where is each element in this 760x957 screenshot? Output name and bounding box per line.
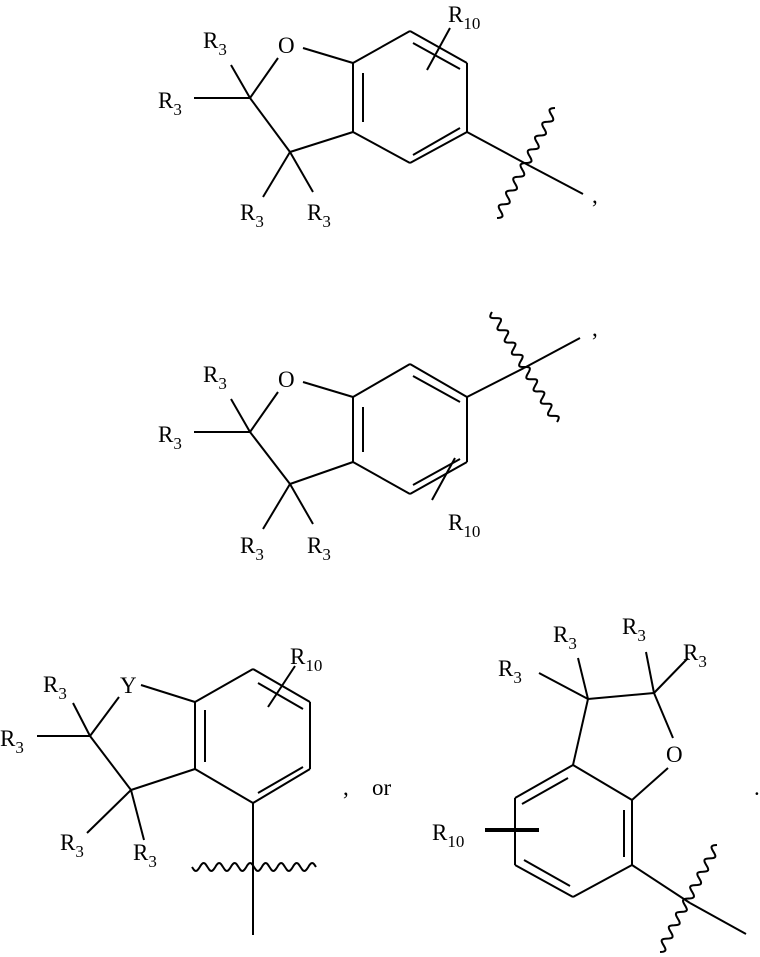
attachment-wavy-line <box>496 107 556 219</box>
r10-label: R10 <box>432 820 464 851</box>
r3-label: R3 <box>203 28 227 59</box>
r3-label: R3 <box>240 200 264 231</box>
attachment-wavy-line <box>659 844 718 953</box>
bonds <box>485 651 747 935</box>
r3-label: R3 <box>553 622 577 653</box>
structure-4-dihydrobenzofuran-7-yl: R3 R3 R3 R3 O R10 . <box>432 614 760 953</box>
comma: , <box>592 183 598 208</box>
oxygen-atom-label: O <box>666 742 683 767</box>
oxygen-atom-label: O <box>278 33 295 58</box>
r3-label: R3 <box>158 88 182 119</box>
r10-label: R10 <box>448 510 480 541</box>
r3-label: R3 <box>43 672 67 703</box>
structure-2-dihydrobenzofuran-6-yl: R3 R3 R3 R3 O R10 , <box>158 311 598 564</box>
r3-label: R3 <box>498 656 522 687</box>
bonds <box>37 665 311 935</box>
r3-label: R3 <box>307 533 331 564</box>
bonds <box>194 337 581 530</box>
r3-label: R3 <box>133 840 157 871</box>
r3-label: R3 <box>622 614 646 645</box>
or-conjunction: or <box>372 775 392 800</box>
period: . <box>754 775 760 800</box>
attachment-wavy-line <box>191 861 317 873</box>
r3-label: R3 <box>683 640 707 671</box>
r3-label: R3 <box>60 830 84 861</box>
structure-3-y-indane-4-yl: R3 R3 Y R10 R3 R3 , or <box>0 644 392 935</box>
r3-label: R3 <box>307 200 331 231</box>
r10-label: R10 <box>290 644 322 675</box>
bonds <box>194 27 584 198</box>
comma: , <box>592 316 598 341</box>
structure-1-dihydrobenzofuran-5-yl: R3 R3 R3 R3 O R10 , <box>158 2 598 231</box>
y-atom-label: Y <box>120 673 137 698</box>
r3-label: R3 <box>203 362 227 393</box>
comma: , <box>343 775 349 800</box>
r3-label: R3 <box>240 533 264 564</box>
oxygen-atom-label: O <box>278 367 295 392</box>
attachment-wavy-line <box>489 311 560 423</box>
r3-label: R3 <box>158 422 182 453</box>
r10-label: R10 <box>448 2 480 33</box>
r3-label: R3 <box>0 726 24 757</box>
